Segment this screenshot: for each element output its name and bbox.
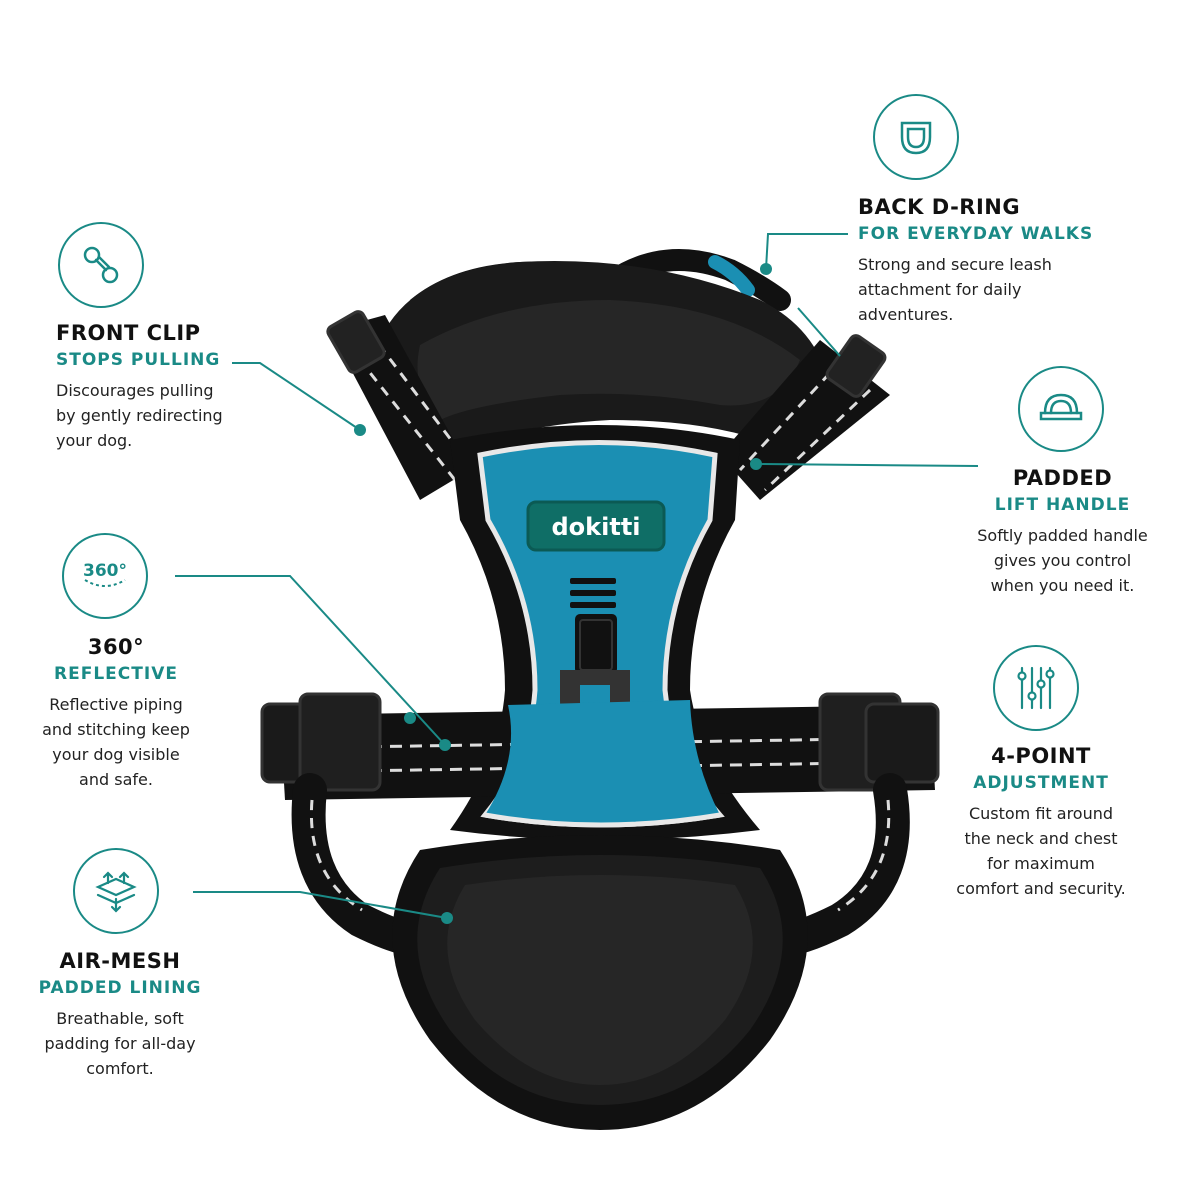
feature-title: 360° xyxy=(87,635,145,659)
feature-description: Breathable, soft padding for all-day com… xyxy=(44,1009,196,1078)
adjust-icon xyxy=(993,645,1079,731)
feature-description: Discourages pulling by gently redirectin… xyxy=(56,381,223,450)
feature-adjustment: 4-POINT ADJUSTMENT Custom fit around the… xyxy=(930,743,1152,901)
feature-description: Softly padded handle gives you control w… xyxy=(977,526,1148,595)
feature-title: PADDED xyxy=(1012,466,1113,490)
feature-description: Reflective piping and stitching keep you… xyxy=(42,695,190,789)
mesh-icon xyxy=(73,848,159,934)
feature-subtitle: ADJUSTMENT xyxy=(973,773,1109,793)
d-ring-icon xyxy=(873,94,959,180)
feature-subtitle: REFLECTIVE xyxy=(54,664,178,684)
feature-title: 4-POINT xyxy=(991,744,1091,768)
feature-front-clip: FRONT CLIP STOPS PULLING Discourages pul… xyxy=(56,320,296,453)
feature-air-mesh: AIR-MESH PADDED LINING Breathable, soft … xyxy=(10,948,230,1081)
brand-logo: dokitti xyxy=(551,513,640,541)
feature-back-d-ring: BACK D-RING FOR EVERYDAY WALKS Strong an… xyxy=(858,194,1158,327)
feature-title: AIR-MESH xyxy=(59,949,181,973)
feature-description: Custom fit around the neck and chest for… xyxy=(956,804,1126,898)
handle-icon xyxy=(1018,366,1104,452)
clip-icon xyxy=(58,222,144,308)
feature-title: FRONT CLIP xyxy=(56,321,201,345)
360-icon: 360° xyxy=(62,533,148,619)
feature-reflective: 360° REFLECTIVE Reflective piping and st… xyxy=(10,634,222,792)
feature-title: BACK D-RING xyxy=(858,195,1021,219)
feature-subtitle: PADDED LINING xyxy=(38,978,202,998)
feature-subtitle: FOR EVERYDAY WALKS xyxy=(858,224,1094,244)
feature-subtitle: LIFT HANDLE xyxy=(994,495,1131,515)
svg-text:360°: 360° xyxy=(83,561,127,581)
feature-lift-handle: PADDED LIFT HANDLE Softly padded handle … xyxy=(950,465,1175,598)
feature-subtitle: STOPS PULLING xyxy=(56,350,221,370)
feature-description: Strong and secure leash attachment for d… xyxy=(858,255,1052,324)
